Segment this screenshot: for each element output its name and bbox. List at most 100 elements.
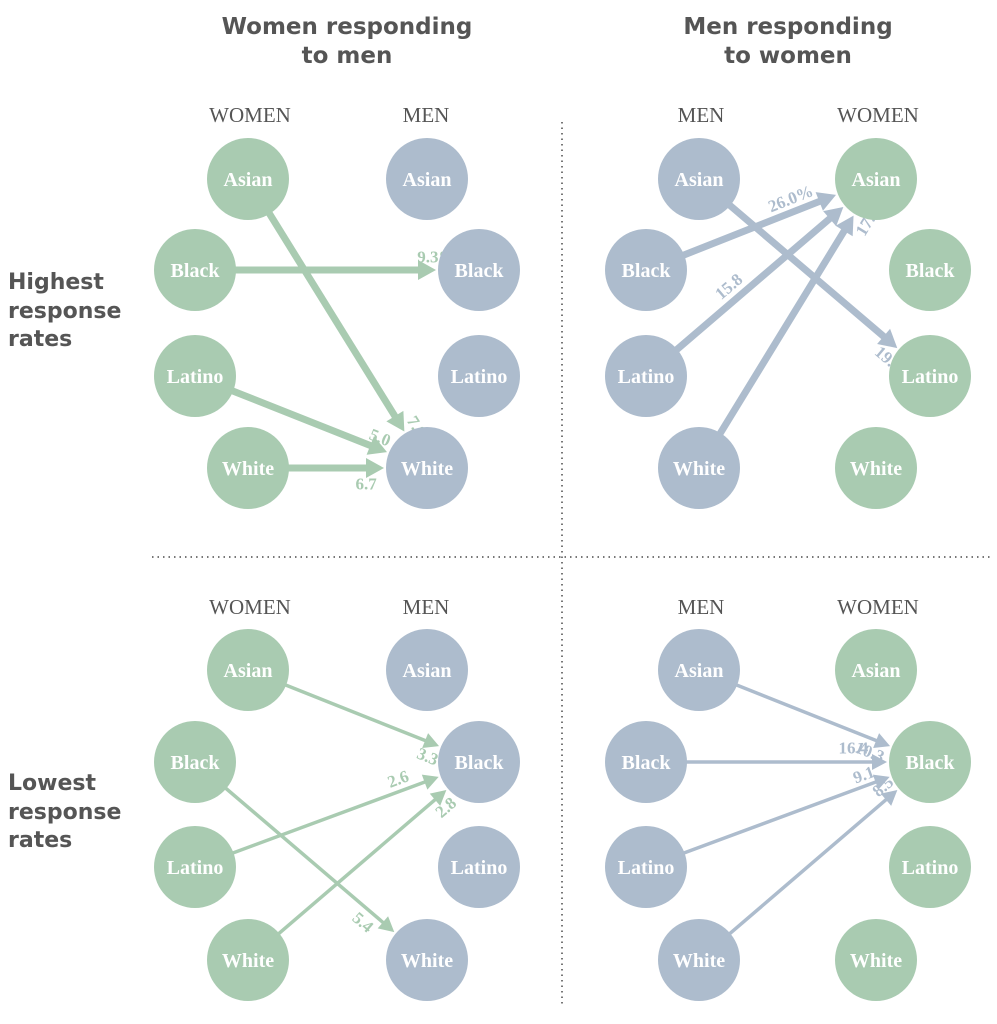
node-circle [438,229,520,311]
node-label: Latino [167,857,224,879]
node-men-latino: Latino [605,335,687,417]
node-women-asian: Asian [207,138,289,220]
node-label: Latino [451,366,508,388]
arrowhead-black-to-black [418,260,436,280]
node-men-black: Black [438,721,520,803]
arrowhead-latino-to-asian [823,206,844,227]
node-label: White [673,458,725,480]
row-title-bottom-line3: rates [8,828,72,853]
node-women-black: Black [154,721,236,803]
arrowhead-white-to-black [429,789,447,806]
node-label: Black [455,260,505,282]
node-men-asian: Asian [658,629,740,711]
node-label: Asian [224,169,273,191]
node-circle [835,138,917,220]
node-circle [658,919,740,1001]
link-white-to-black [266,797,438,945]
node-label: Asian [675,660,724,682]
arrowhead-asian-to-white [386,410,405,432]
node-women-black: Black [154,229,236,311]
value-label-white-to-white: 6.7 [356,475,378,494]
column-title-right-line2: to women [724,43,852,69]
node-label: Black [171,752,221,774]
arrowhead-latino-to-black [421,774,439,790]
node-women-latino: Latino [154,826,236,908]
bottom-left-header-left: WOMEN [209,595,291,619]
node-men-white: White [658,427,740,509]
node-women-asian: Asian [835,138,917,220]
node-men-white: White [658,919,740,1001]
top-left-header-right: MEN [403,103,450,127]
arrowhead-latino-to-black [872,774,890,790]
node-circle [438,721,520,803]
node-men-latino: Latino [605,826,687,908]
node-women-latino: Latino [889,335,971,417]
link-white-to-asian [709,227,849,448]
node-label: Asian [852,660,901,682]
node-label: White [222,458,274,480]
panel-top-right: MEN WOMEN 19.026.0%15.817.6AsianBlackLatin… [605,103,971,509]
node-women-white: White [835,427,917,509]
link-latino-to-asian [663,214,834,362]
arrowhead-black-to-black [872,754,887,770]
node-label: White [850,950,902,972]
node-women-white: White [207,427,289,509]
top-right-header-left: MEN [678,103,725,127]
node-circle [889,229,971,311]
node-circle [658,427,740,509]
arrowhead-white-to-black [880,789,898,806]
node-circle [658,629,740,711]
node-circle [605,826,687,908]
node-men-latino: Latino [438,335,520,417]
node-circle [154,721,236,803]
bottom-right-header-right: WOMEN [837,595,919,619]
node-circle [386,138,468,220]
link-black-to-asian [668,197,823,264]
bottom-left-links: 3.35.42.62.8 [213,677,460,945]
node-women-latino: Latino [889,826,971,908]
node-label: Black [455,752,505,774]
node-men-asian: Asian [386,629,468,711]
link-latino-to-black [669,779,879,860]
node-label: Asian [403,660,452,682]
node-circle [207,919,289,1001]
link-black-to-white [213,777,386,925]
node-men-black: Black [438,229,520,311]
arrowhead-black-to-asian [815,192,837,211]
node-circle [658,138,740,220]
node-women-black: Black [889,229,971,311]
column-title-left-line1: Women responding [222,14,473,40]
link-asian-to-white [258,199,399,420]
node-circle [438,335,520,417]
arrowhead-asian-to-black [873,733,891,748]
node-women-latino: Latino [154,335,236,417]
node-label: Latino [902,857,959,879]
row-title-bottom-line2: response [8,800,121,825]
column-title-right-line1: Men responding [683,14,892,40]
node-label: Latino [618,366,675,388]
top-right-header-right: WOMEN [837,103,919,127]
link-asian-to-black [271,677,428,743]
node-circle [386,919,468,1001]
bottom-right-links: 10.316.49.18.5 [669,677,898,945]
node-circle [386,427,468,509]
top-right-links: 19.026.0%15.817.6 [663,181,906,448]
node-circle [835,629,917,711]
node-circle [154,335,236,417]
node-circle [605,335,687,417]
row-title-bottom-line1: Lowest [8,771,96,796]
node-men-white: White [386,427,468,509]
node-circle [605,721,687,803]
value-label-asian-to-black: 3.3 [414,744,441,770]
node-label: White [850,458,902,480]
node-circle [207,427,289,509]
node-circle [889,826,971,908]
row-title-top-line3: rates [8,327,72,352]
node-circle [835,919,917,1001]
arrowhead-asian-to-latino [877,328,898,349]
arrowhead-asian-to-black [422,733,440,748]
